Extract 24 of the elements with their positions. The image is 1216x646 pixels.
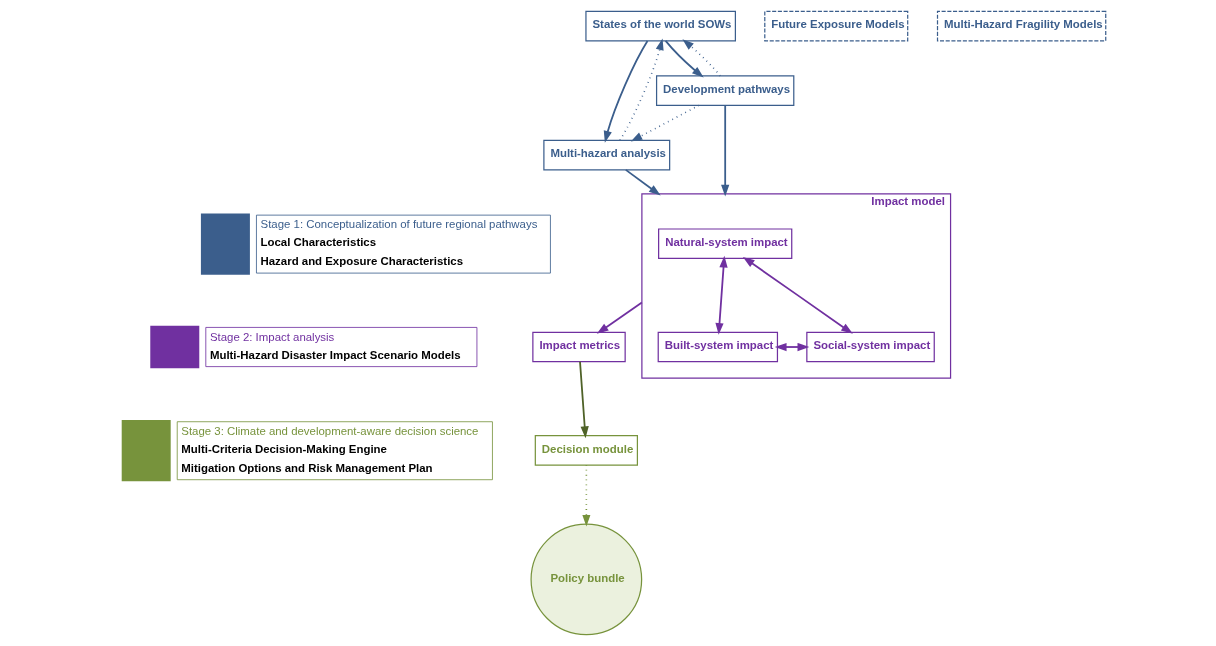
arrow [603,40,649,143]
arrow [664,39,704,78]
node-box: Natural-system impact [658,228,793,260]
arrow [582,464,591,527]
node-box: Decision module [534,435,638,466]
arrow [742,256,853,334]
arrow [579,360,589,439]
arrow [682,39,722,77]
node-box: States of the world SOWs [585,10,736,42]
arrow [721,104,730,197]
node-box: Development pathways [656,75,795,106]
node-box: Future Exposure Models [764,10,909,42]
arrow [715,255,728,335]
arrow [619,38,664,141]
node-box: Social-system impact [806,331,935,363]
arrow [630,104,700,142]
node-box: Multi-hazard analysis [543,139,671,171]
node-circle: Policy bundle [530,523,643,636]
node-box: Impact metrics [532,331,626,363]
node-box: Multi-Hazard Fragility Models [936,10,1107,42]
arrow [624,169,661,196]
arrow [596,301,643,334]
arrow [774,342,810,352]
node-box: Built-system impact [657,331,779,363]
